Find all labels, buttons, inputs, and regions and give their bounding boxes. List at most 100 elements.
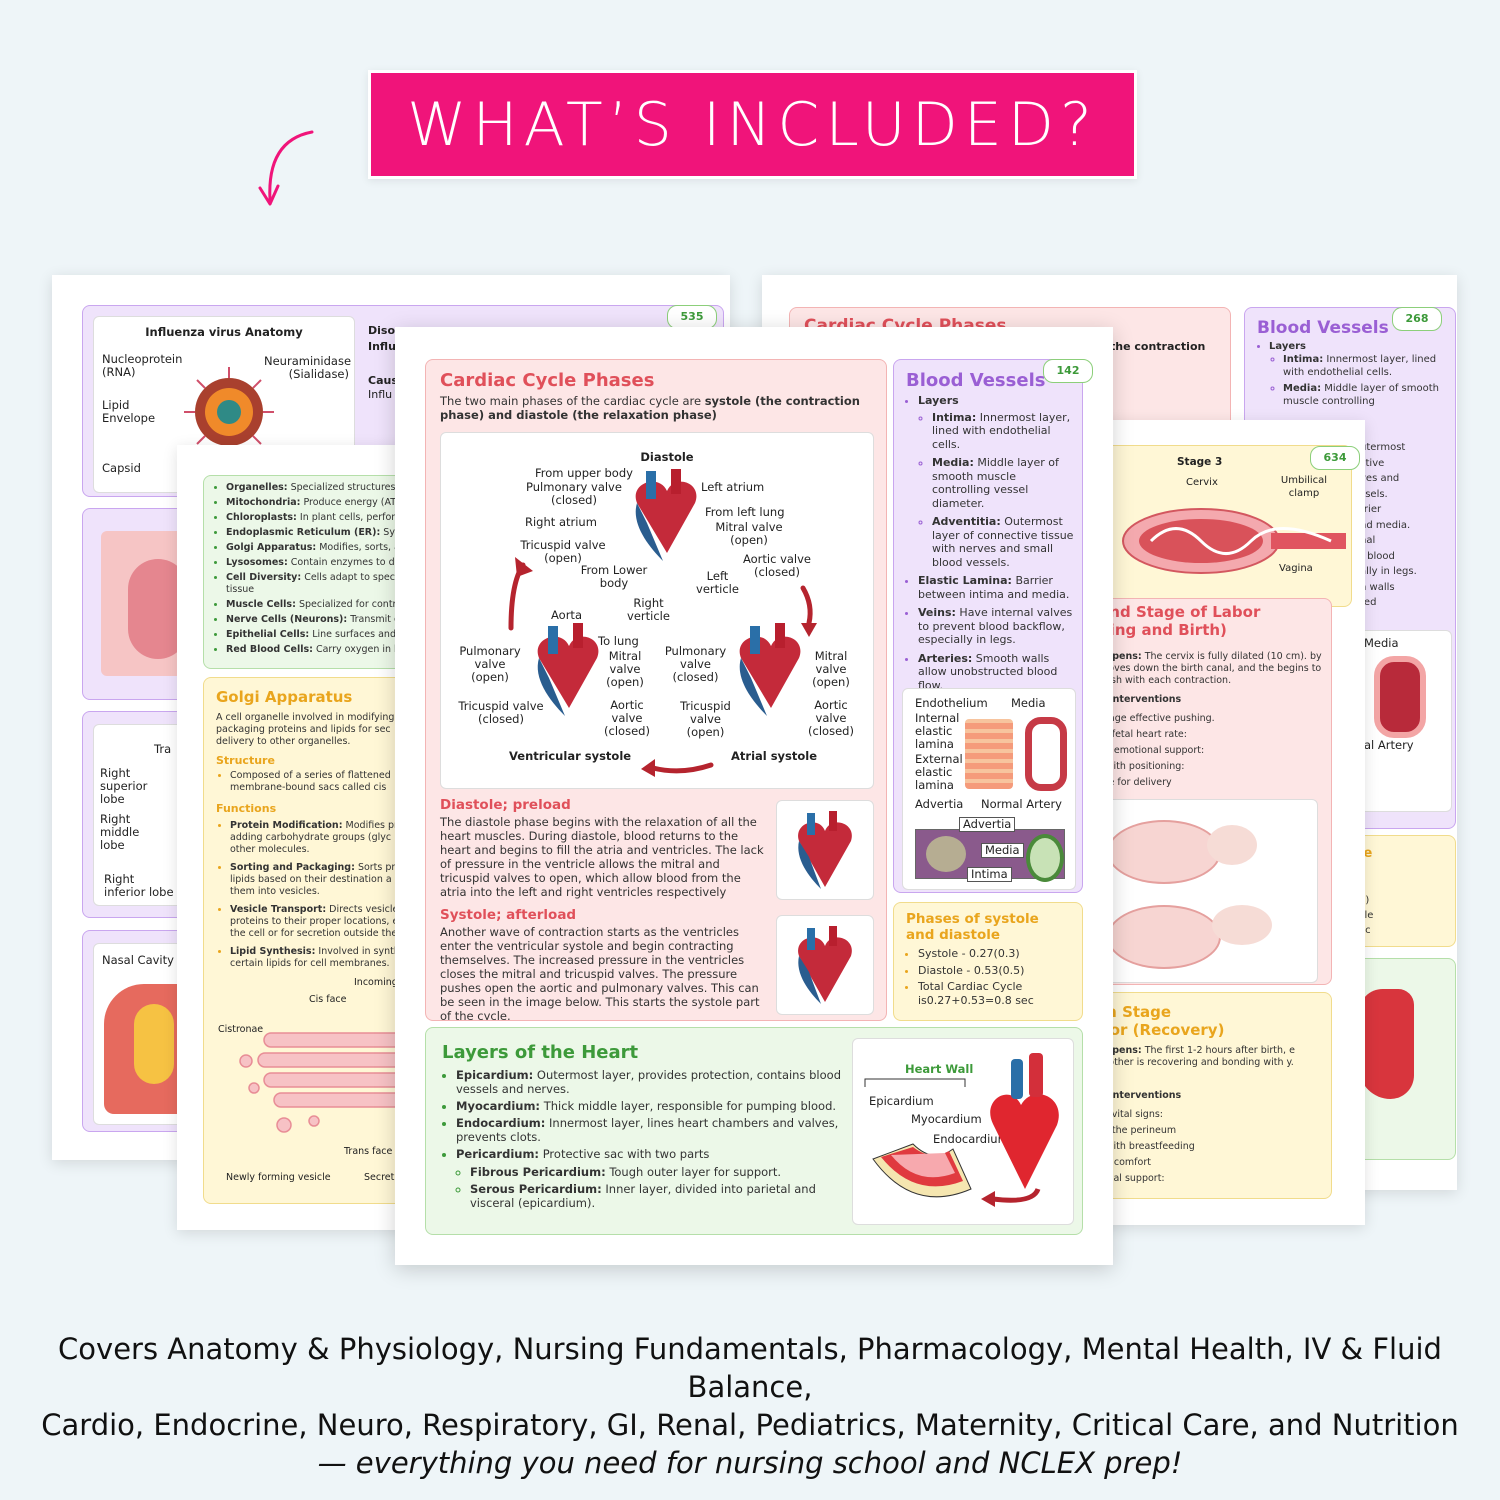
org-7-t: Specialized for contra: [298, 599, 403, 610]
systole-heading: Systole; afterload: [440, 907, 577, 923]
media-back-label: Media: [1364, 636, 1399, 650]
second-stage-title: ond Stage of Labor: [1100, 603, 1261, 621]
lbl-left-atrium: Left atrium: [701, 480, 765, 494]
media-label: Media:: [1283, 383, 1322, 394]
heart-icon-left: [537, 623, 599, 716]
lbl-advertia-2: Advertia: [959, 817, 1016, 832]
layers-label: Layers: [1269, 341, 1306, 352]
systole-heart-box: [776, 915, 874, 1015]
stage3-cervix: Cervix: [1186, 477, 1218, 488]
frag-8: ally in legs.: [1360, 566, 1417, 577]
layer-0-t: Outermost layer, provides protection, co…: [456, 1068, 841, 1096]
vessel-item-0-t: Innermost layer, lined with endothelial …: [932, 410, 1071, 451]
appens2-label: appens:: [1100, 1045, 1142, 1056]
col-c: Caus: [368, 374, 398, 387]
vessel-layers-icon: [965, 719, 1013, 789]
sublayer-1-b: Serous Pericardium:: [470, 1182, 602, 1196]
lbl-from-upper: From upper body: [535, 466, 633, 480]
lbl-to-lung: To lung: [598, 634, 639, 648]
footer-line-2: Cardio, Endocrine, Neuro, Respiratory, G…: [41, 1408, 1459, 1442]
fn-0-b: Protein Modification:: [230, 820, 343, 831]
fn-3-t: Involved in synthe certain lipids for ce…: [230, 946, 406, 969]
front-sheet: Cardiac Cycle Phases The two main phases…: [395, 327, 1113, 1265]
stage3-clamp: Umbilical clamp: [1280, 475, 1328, 499]
lbl-left-lung: From left lung: [705, 505, 785, 519]
second-stage-section: ond Stage of Labor hing and Birth) appen…: [1100, 598, 1332, 985]
golgi-icon: [239, 1032, 407, 1133]
layer-1-b: Myocardium:: [456, 1099, 541, 1113]
frag-3: ssels.: [1360, 488, 1388, 500]
heart-icon: [798, 811, 852, 889]
layers-section: Layers of the Heart Epicardium: Outermos…: [425, 1027, 1083, 1235]
lbl-pulm-open: Pulmonary valve (open): [459, 644, 521, 684]
vessel-item2-1-t: Have internal valves to prevent blood ba…: [918, 606, 1073, 646]
col-b: Influ: [368, 340, 396, 353]
org-1-t: Produce energy (ATP: [303, 497, 402, 508]
functions-label: Functions: [216, 802, 277, 815]
intima-label: Intima:: [1283, 354, 1324, 365]
sublayer-1-t: Inner layer, divided into parietal and v…: [470, 1182, 816, 1210]
item2-3: de comfort: [1100, 1157, 1151, 1168]
phase-systole: Systole - 0.27(0.3): [918, 947, 1074, 961]
blood-vessels-section: Blood Vessels Layers Intima: Innermost l…: [893, 359, 1083, 893]
ventricular-systole-label: Ventricular systole: [509, 749, 632, 763]
item-1: or fetal heart rate:: [1100, 729, 1187, 740]
lbl-media: Media: [1011, 696, 1046, 710]
item2-0: or vital signs:: [1100, 1109, 1163, 1120]
fourth-stage-title: th Stage: [1100, 1003, 1172, 1021]
vessel-item-0-b: Intima:: [932, 410, 977, 424]
frag-7: t blood: [1360, 550, 1395, 562]
org-0-b: Organelles:: [226, 482, 288, 493]
footer-text: Covers Anatomy & Physiology, Nursing Fun…: [40, 1330, 1460, 1482]
cardiac-title: Cardiac Cycle Phases: [440, 370, 655, 391]
structure-label: Structure: [216, 754, 275, 767]
back-right-green: [1354, 958, 1456, 1160]
nasal-label: Nasal Cavity: [102, 953, 174, 967]
golgi-desc: A cell organelle involved in modifying, …: [216, 712, 398, 747]
diastole-title: Diastole: [640, 450, 694, 464]
org-2-b: Chloroplasts:: [226, 512, 297, 523]
vessels-layers-label: Layers: [918, 394, 959, 407]
vessel-diagram: Endothelium Media Internal elastic lamin…: [902, 688, 1076, 890]
layers-title: Layers of the Heart: [442, 1042, 639, 1063]
golgi-lbl-1: Cis face: [309, 994, 347, 1005]
vessels-back-title: Blood Vessels: [1257, 318, 1389, 338]
lbl-aortic-closed-l: Aortic valve (closed): [604, 698, 650, 738]
banner-title: WHAT’S INCLUDED?: [407, 89, 1098, 160]
item2-2: t with breastfeeding: [1100, 1141, 1195, 1152]
lbl-right-atrium: Right atrium: [525, 515, 597, 529]
lbl-advertia: Advertia: [915, 797, 964, 811]
vessels-title: Blood Vessels: [906, 370, 1046, 391]
footer-line-1: Covers Anatomy & Physiology, Nursing Fun…: [58, 1332, 1442, 1404]
stage3-section: Stage 3 Cervix Umbilical clamp Vagina: [1100, 445, 1352, 607]
org-8-t: Transmit ele: [350, 614, 407, 625]
lbl-pulm-closed: Pulmonary valve (closed): [526, 480, 622, 507]
lbl-myocardium: Myocardium: [911, 1112, 982, 1126]
diastole-heart-box: [776, 800, 874, 900]
appens2-text: The first 1-2 hours after birth, e mothe…: [1100, 1045, 1295, 1068]
item2-1: ss the perineum: [1100, 1125, 1177, 1136]
golgi-lbl-0: Incoming tran: [354, 977, 407, 988]
frag-2: ves and: [1360, 473, 1400, 484]
org-10-b: Red Blood Cells:: [226, 644, 313, 655]
label-neuraminidase: Neuraminidase (Sialidase): [264, 354, 352, 381]
layer-2-b: Endocardium:: [456, 1116, 546, 1130]
systole-paragraph: Another wave of contraction starts as th…: [440, 925, 760, 1021]
lbl-aortic-closed: Aortic valve (closed): [742, 552, 812, 579]
artery-icon: [1025, 717, 1067, 791]
org-7-b: Muscle Cells:: [226, 599, 296, 610]
curved-arrow-icon: [258, 130, 314, 206]
baby-icon: [1107, 820, 1221, 884]
lbl-mitral-open-r: Mitral valve (open): [812, 649, 850, 689]
contraction-text: the contraction: [1110, 340, 1206, 353]
org-3-b: Endoplasmic Reticulum (ER):: [226, 527, 381, 538]
org-9-t: Line surfaces and c: [312, 629, 405, 640]
fn-0-t: Modifies pro adding carbohydrate groups …: [230, 820, 404, 855]
virus-icon: [184, 367, 274, 446]
lobe-inferior: Right inferior lobe: [104, 872, 174, 899]
org-10-t: Carry oxygen in blo: [315, 644, 407, 655]
side-3: cle: [1359, 910, 1374, 921]
vessel-item2-0-b: Elastic Lamina:: [918, 574, 1012, 587]
heart-icon: [1359, 989, 1414, 1099]
sublayer-0-t: Tough outer layer for support.: [609, 1165, 782, 1179]
